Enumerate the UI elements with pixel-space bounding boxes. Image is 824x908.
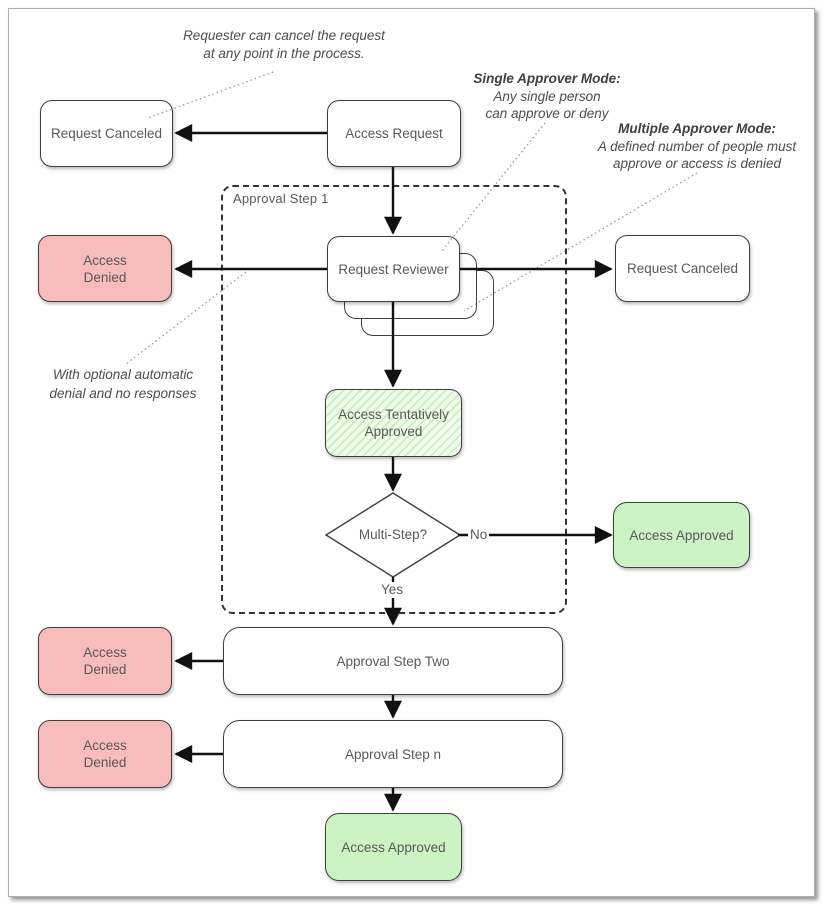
annotation-multiple-approver-title: Multiple Approver Mode:	[618, 121, 776, 136]
node-access-tentatively-approved-line1: Access Tentatively	[338, 407, 449, 422]
annotation-requester-cancel-line2: at any point in the process.	[203, 45, 365, 61]
node-access-denied-1: Access Denied	[38, 235, 172, 302]
node-access-denied-3-line1: Access	[83, 738, 127, 753]
node-access-tentatively-approved-line2: Approved	[364, 424, 423, 439]
node-request-canceled-right: Request Canceled	[615, 235, 750, 302]
node-access-denied-3: Access Denied	[38, 720, 172, 788]
node-access-request: Access Request	[327, 100, 461, 167]
node-access-denied-3-line2: Denied	[83, 755, 127, 770]
node-access-approved-bottom: Access Approved	[325, 813, 462, 881]
annotation-optional-denial-line2: denial and no responses	[49, 386, 197, 401]
node-access-denied-2-line1: Access	[83, 645, 127, 660]
node-request-canceled-right-label: Request Canceled	[626, 261, 739, 276]
node-access-denied-1-line1: Access	[83, 252, 127, 268]
annotation-single-approver-mode: Single Approver Mode: Any single person …	[447, 70, 647, 123]
node-request-reviewer: Request Reviewer	[327, 236, 460, 302]
node-approval-step-n-label: Approval Step n	[344, 746, 442, 762]
annotation-single-approver-line1: Any single person	[493, 88, 601, 104]
node-access-request-label: Access Request	[345, 126, 443, 141]
node-access-approved-right: Access Approved	[613, 502, 750, 568]
annotation-multiple-approver-line1: A defined number of people must	[597, 138, 797, 154]
node-approval-step-two: Approval Step Two	[223, 627, 563, 695]
node-access-denied-2-line2: Denied	[83, 662, 127, 677]
annotation-requester-cancel: Requester can cancel the request at any …	[154, 27, 414, 62]
node-access-approved-bottom-label: Access Approved	[341, 839, 446, 855]
approval-step-1-label: Approval Step 1	[233, 191, 329, 206]
node-approval-step-two-label: Approval Step Two	[336, 653, 450, 669]
node-request-canceled-top-label: Request Canceled	[50, 126, 163, 141]
node-request-reviewer-label: Request Reviewer	[338, 261, 449, 277]
annotation-requester-cancel-line1: Requester can cancel the request	[183, 28, 385, 43]
annotation-multiple-approver-mode: Multiple Approver Mode: A defined number…	[572, 120, 822, 173]
node-access-tentatively-approved: Access Tentatively Approved	[325, 389, 462, 457]
node-request-canceled-top: Request Canceled	[40, 100, 173, 167]
node-access-approved-right-label: Access Approved	[629, 527, 734, 543]
annotation-single-approver-title: Single Approver Mode:	[473, 71, 621, 86]
decision-diamond-label: Multi-Step?	[358, 527, 428, 542]
node-access-denied-1-line2: Denied	[83, 269, 127, 285]
node-approval-step-n: Approval Step n	[223, 720, 563, 788]
annotation-optional-denial-line1: With optional automatic	[52, 367, 194, 382]
annotation-single-approver-line2: can approve or deny	[485, 106, 609, 121]
annotation-optional-denial: With optional automatic denial and no re…	[38, 365, 208, 403]
node-access-denied-2: Access Denied	[38, 627, 172, 695]
edge-label-no: No	[468, 527, 490, 543]
edge-label-yes: Yes	[379, 582, 406, 598]
annotation-multiple-approver-line2: approve or access is denied	[612, 156, 782, 171]
